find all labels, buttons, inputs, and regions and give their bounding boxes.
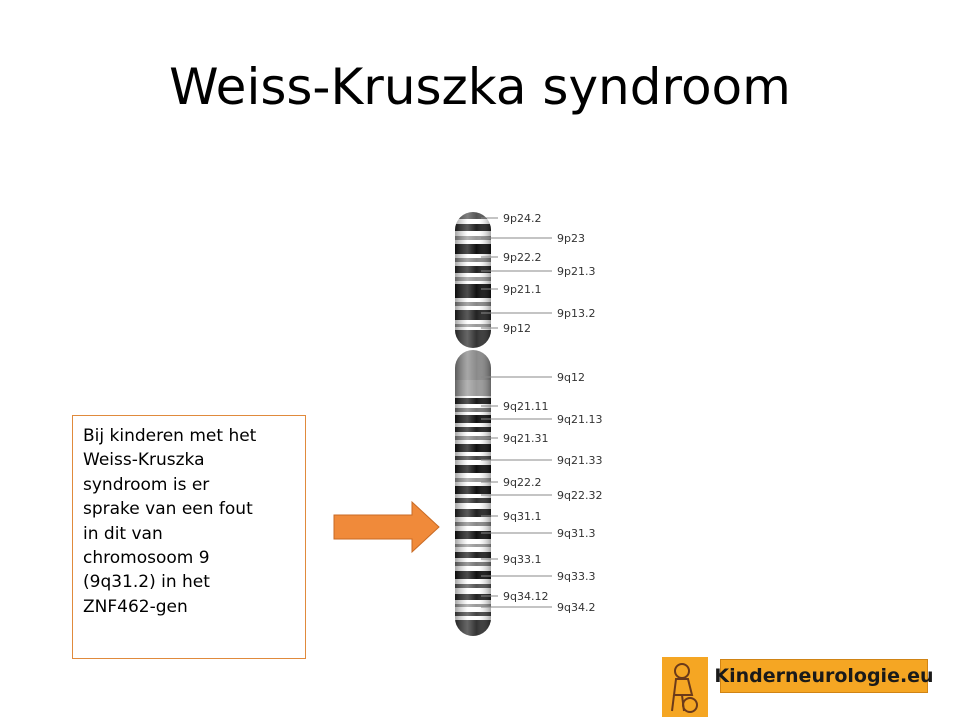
band-label-left: 9q34.12 <box>503 590 548 603</box>
band-label-right: 9q31.3 <box>557 527 595 540</box>
arrow-pointer <box>333 500 440 554</box>
band-label-right: 9q21.13 <box>557 413 602 426</box>
band-label-right: 9p23 <box>557 232 585 245</box>
chromosome-p-arm <box>455 212 491 348</box>
band-label-left: 9q21.11 <box>503 400 548 413</box>
band-label-right: 9q21.33 <box>557 454 602 467</box>
kinderneurologie-logo: Kinderneurologie.eu <box>660 657 934 717</box>
band-label-left: 9q31.1 <box>503 510 541 523</box>
callout-textbox: Bij kinderen met het Weiss-Kruszka syndr… <box>72 415 306 659</box>
band-label-left: 9q33.1 <box>503 553 541 566</box>
logo-text: Kinderneurologie.eu <box>714 659 934 693</box>
band-label-right: 9q22.32 <box>557 489 602 502</box>
band-label-right: 9p21.3 <box>557 265 595 278</box>
band-label-left: 9q21.31 <box>503 432 548 445</box>
band-label-left: 9p22.2 <box>503 251 541 264</box>
slide-title: Weiss-Kruszka syndroom <box>169 58 791 116</box>
band-label-left: 9p21.1 <box>503 283 541 296</box>
band-label-left: 9p12 <box>503 322 531 335</box>
chromosome-q-arm <box>455 350 491 636</box>
band-label-right: 9q33.3 <box>557 570 595 583</box>
band-label-right: 9p13.2 <box>557 307 595 320</box>
band-label-left: 9q22.2 <box>503 476 541 489</box>
band-label-right: 9q34.2 <box>557 601 595 614</box>
logo-figure-icon <box>662 657 708 717</box>
band-label-left: 9p24.2 <box>503 212 541 225</box>
band-label-right: 9q12 <box>557 371 585 384</box>
